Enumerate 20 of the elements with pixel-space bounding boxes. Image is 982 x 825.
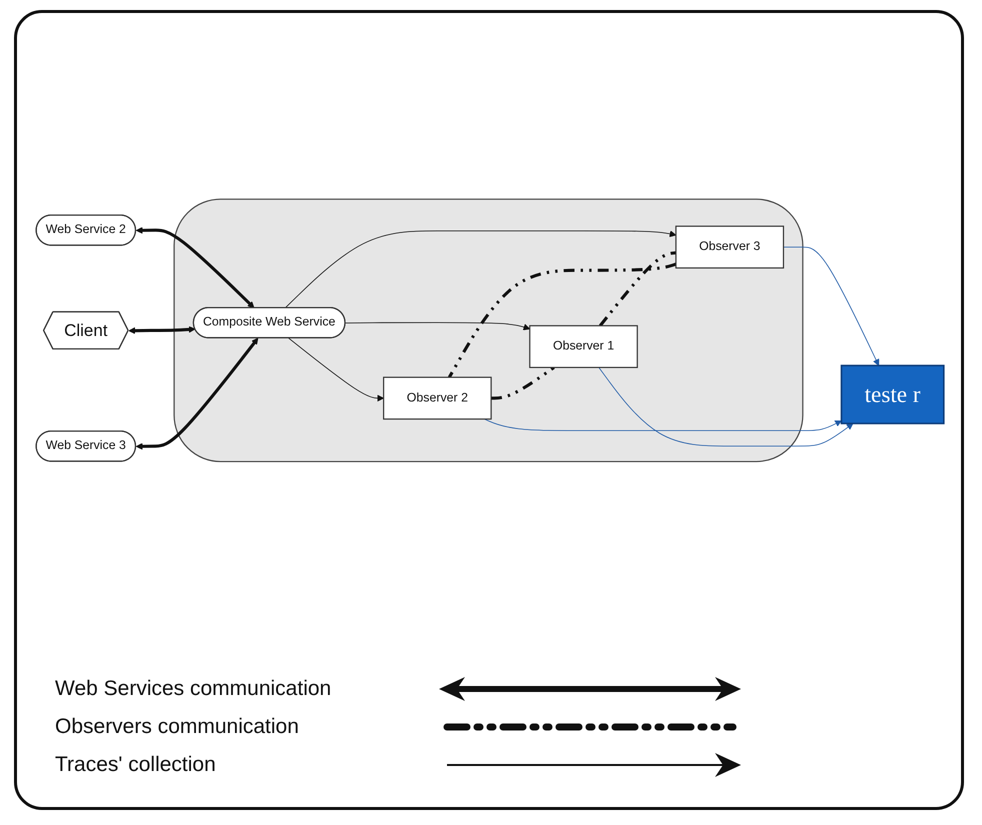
- node-box: Observer 1: [529, 324, 638, 368]
- arrow: [284, 230, 676, 308]
- arrow: [783, 246, 880, 366]
- arrow: [136, 337, 258, 450]
- connector: [491, 366, 555, 400]
- arrow: [484, 418, 842, 431]
- node-box: teste r: [840, 364, 945, 424]
- cluster: [174, 198, 804, 462]
- node-box: Observer 2: [383, 376, 492, 420]
- connector: [598, 250, 676, 326]
- legend-label: Web Services communication: [55, 677, 332, 701]
- arrow: [128, 326, 196, 334]
- legend-label: Observers communication: [55, 715, 300, 739]
- legend-label: Traces' collection: [55, 753, 217, 777]
- connector: [448, 262, 676, 378]
- arrow: [136, 226, 254, 308]
- arrow: [598, 366, 854, 446]
- arrow: [288, 337, 384, 402]
- node-box: Observer 3: [675, 225, 784, 268]
- arrow: [344, 322, 530, 330]
